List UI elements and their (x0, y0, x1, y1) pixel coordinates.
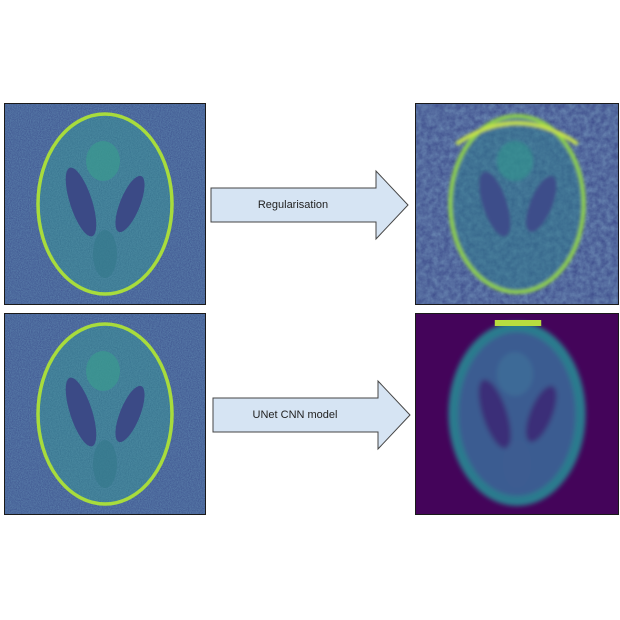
unet-output-image (415, 313, 619, 515)
regularisation-arrow: Regularisation (210, 169, 410, 241)
noisy-input-image-top (4, 103, 206, 305)
noisy-input-image-bottom (4, 313, 206, 515)
unet-label: UNet CNN model (252, 408, 338, 421)
regularised-output-image (415, 103, 619, 305)
regularisation-label: Regularisation (257, 198, 329, 211)
unet-arrow: UNet CNN model (212, 379, 412, 451)
